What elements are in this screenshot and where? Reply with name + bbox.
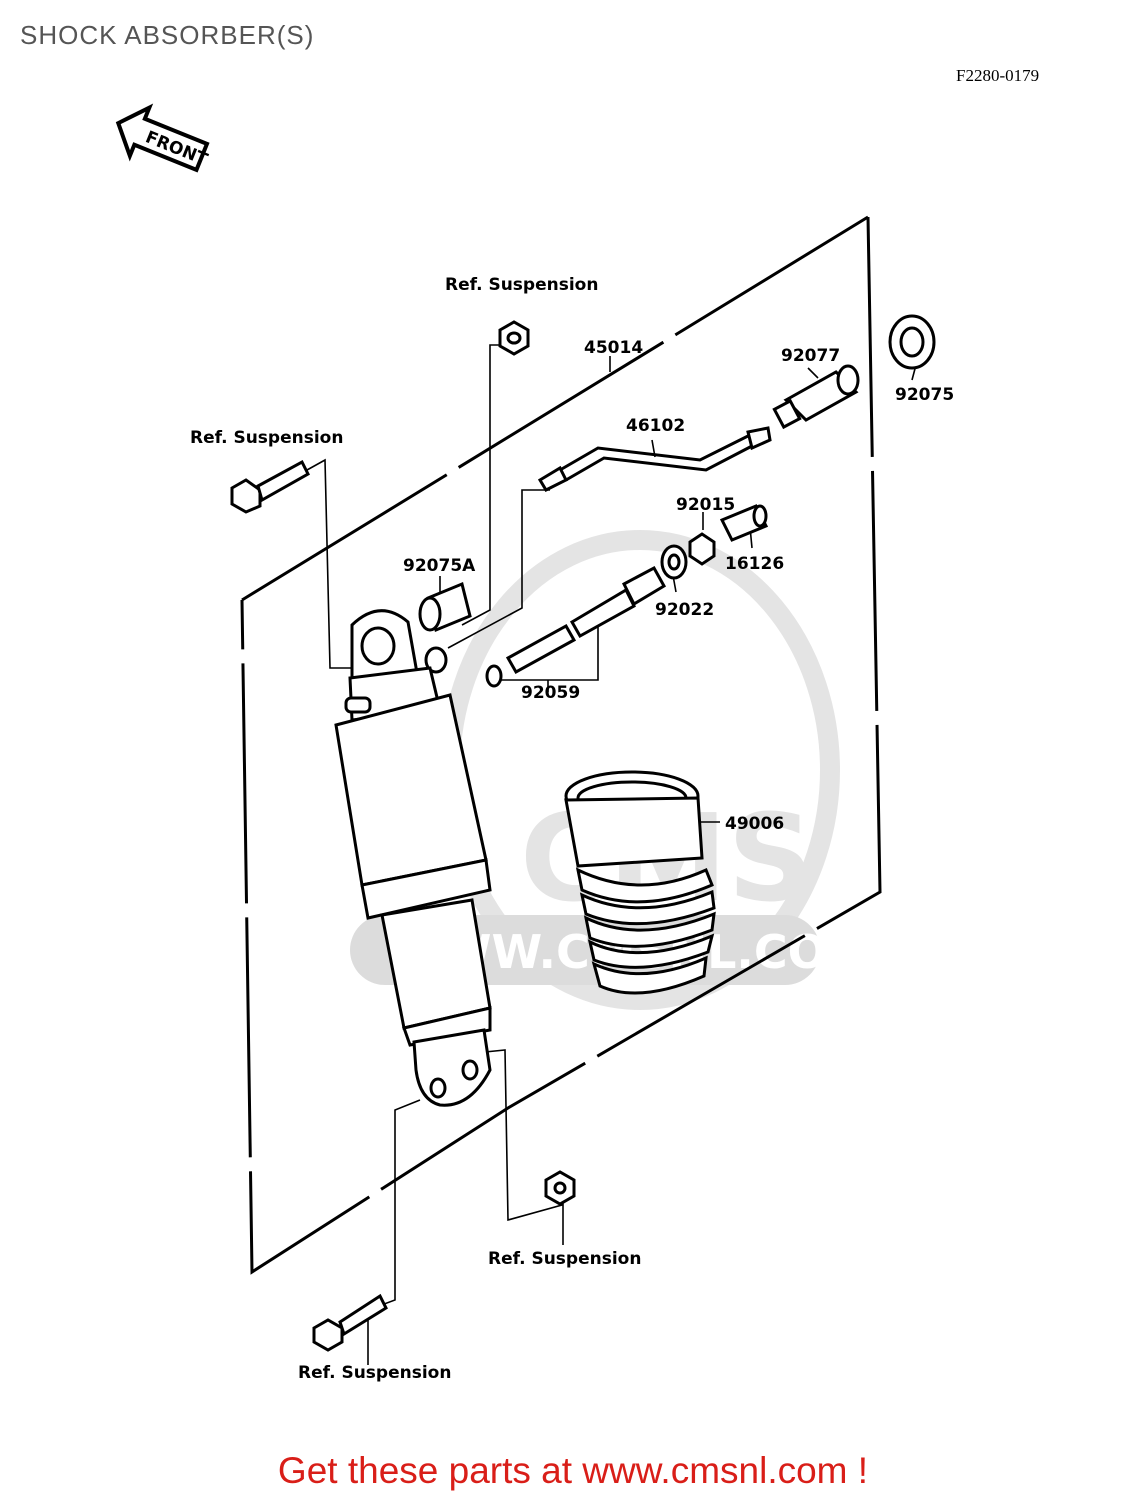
nut-icon: [688, 532, 716, 566]
page-title: SHOCK ABSORBER(S): [20, 20, 315, 50]
shock-absorber-icon: [334, 609, 492, 1107]
part-label-49006: 49006: [725, 814, 784, 834]
part-label-92022: 92022: [655, 600, 714, 620]
grommet-icon: [888, 314, 936, 370]
part-label-92075: 92075: [895, 385, 954, 405]
front-arrow-icon: [115, 103, 210, 173]
parts-drawing: [230, 314, 936, 1352]
bushing-icon: [418, 581, 472, 633]
part-label-ref-suspension: Ref. Suspension: [445, 275, 598, 295]
part-label-ref-suspension: Ref. Suspension: [488, 1249, 641, 1269]
footer-shop-link[interactable]: Get these parts at www.cmsnl.com !: [277, 1450, 869, 1491]
bolt-icon: [230, 459, 310, 514]
part-label-92077: 92077: [781, 346, 840, 366]
diagram-code: F2280-0179: [956, 66, 1040, 85]
part-label-92059: 92059: [521, 683, 580, 703]
nut-icon: [498, 320, 530, 356]
valve-icon: [719, 504, 769, 542]
front-arrow: FRONT: [115, 103, 211, 173]
part-label-45014: 45014: [584, 338, 643, 358]
dust-boot-icon: [564, 770, 716, 995]
part-label-ref-suspension: Ref. Suspension: [298, 1363, 451, 1383]
part-label-16126: 16126: [725, 554, 784, 574]
hose-icon: [485, 565, 667, 688]
bolt-icon: [312, 1293, 388, 1352]
washer-icon: [660, 544, 688, 580]
assembly-frame-top: [241, 215, 869, 602]
rod-icon: [537, 426, 772, 492]
nut-icon: [544, 1170, 576, 1206]
part-label-ref-suspension: Ref. Suspension: [190, 428, 343, 448]
part-label-46102: 46102: [626, 416, 685, 436]
part-label-92015: 92015: [676, 495, 735, 515]
part-label-92075a: 92075A: [403, 556, 476, 576]
adjuster-icon: [772, 364, 860, 430]
assembly-frame: [240, 216, 882, 1275]
